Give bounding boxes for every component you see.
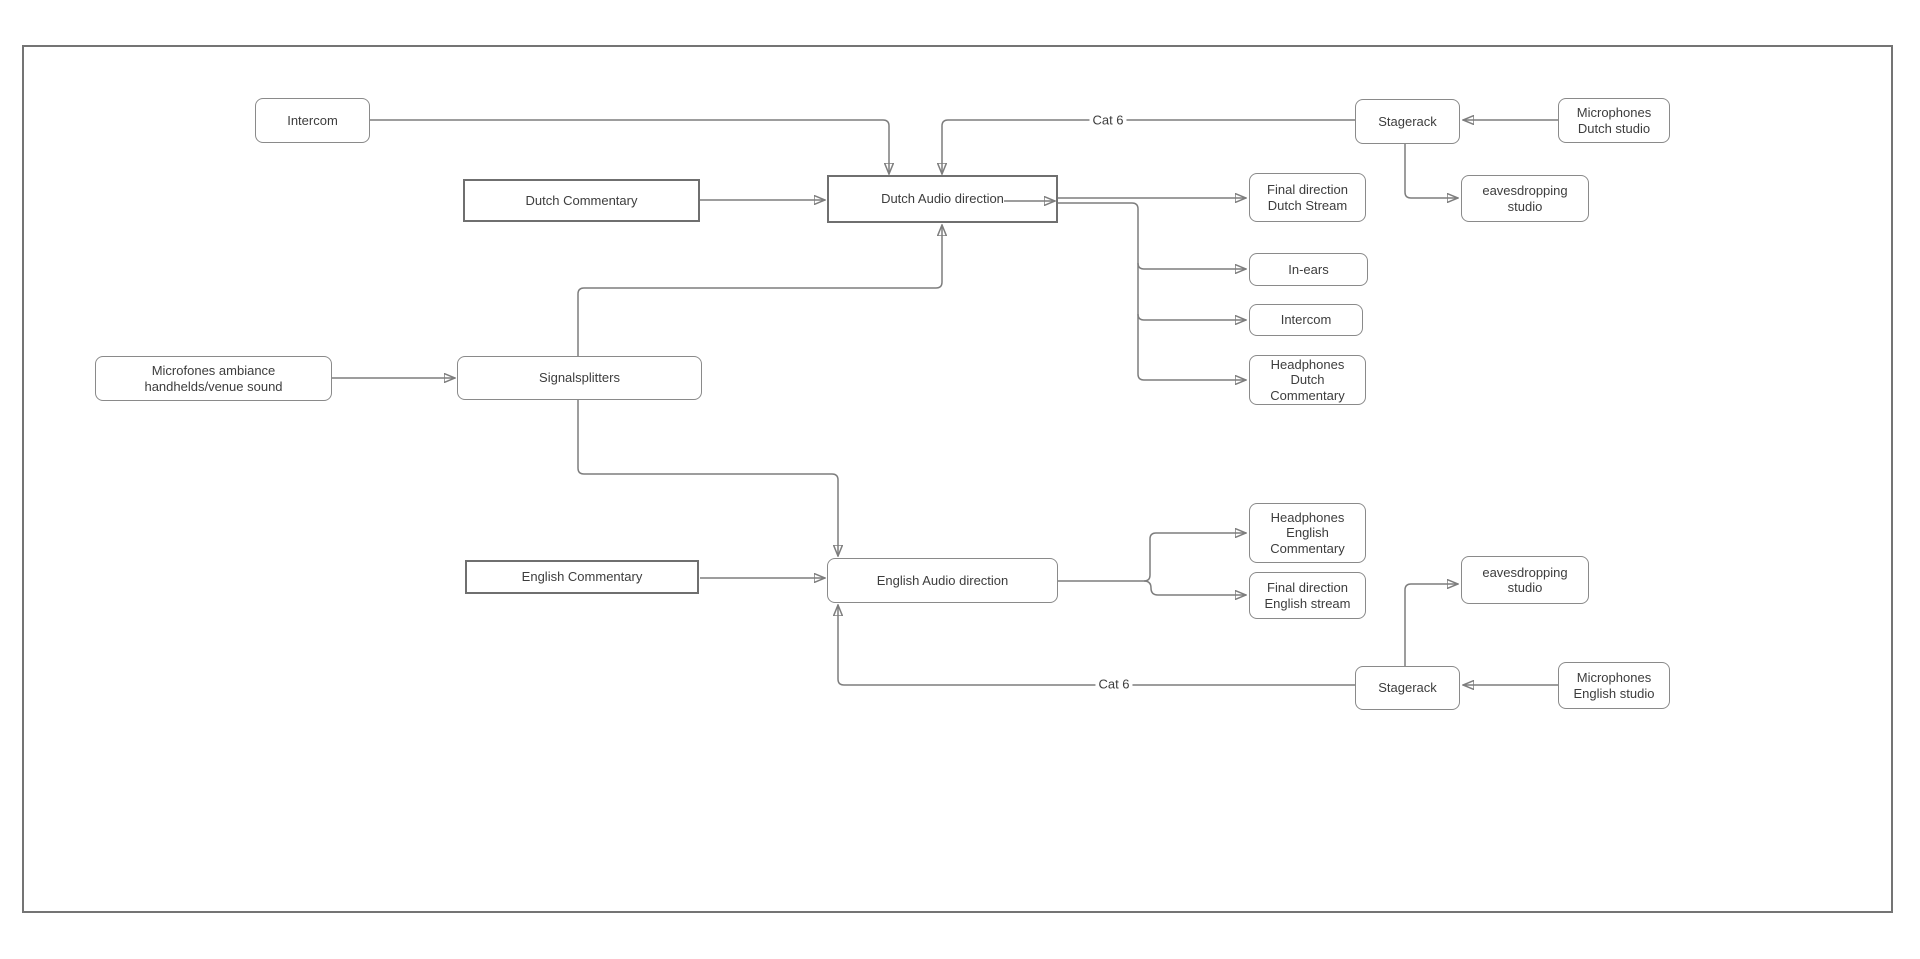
node-headphones-english-commentary: Headphones English Commentary	[1249, 503, 1366, 563]
node-microphones-dutch-studio-label: Microphones Dutch studio	[1576, 105, 1652, 136]
node-headphones-dutch-commentary-label: Headphones Dutch Commentary	[1270, 357, 1345, 403]
edge-label-cat6-dutch: Cat 6	[1089, 112, 1127, 128]
node-english-audio-direction: English Audio direction	[827, 558, 1058, 603]
node-dutch-commentary-label: Dutch Commentary	[525, 192, 638, 208]
node-microphones-dutch-studio: Microphones Dutch studio	[1558, 98, 1670, 143]
node-stagerack-dutch-label: Stagerack	[1378, 113, 1437, 129]
node-final-direction-dutch-stream: Final direction Dutch Stream	[1249, 173, 1366, 222]
node-eavesdropping-studio-dutch-label: eavesdropping studio	[1482, 183, 1568, 214]
node-final-direction-english-stream-label: Final direction English stream	[1264, 580, 1351, 611]
node-intercom-output: Intercom	[1249, 304, 1363, 336]
node-final-direction-english-stream: Final direction English stream	[1249, 572, 1366, 619]
node-eavesdropping-studio-english-label: eavesdropping studio	[1482, 564, 1568, 595]
node-english-commentary: English Commentary	[465, 560, 699, 594]
node-microphones-english-studio: Microphones English studio	[1558, 662, 1670, 709]
node-intercom-top: Intercom	[255, 98, 370, 143]
node-intercom-output-label: Intercom	[1280, 312, 1332, 328]
node-signalsplitters-label: Signalsplitters	[539, 370, 620, 386]
node-in-ears-label: In-ears	[1288, 261, 1329, 277]
edge-label-cat6-english: Cat 6	[1095, 676, 1133, 692]
node-english-audio-direction-label: English Audio direction	[876, 572, 1009, 588]
node-stagerack-dutch: Stagerack	[1355, 99, 1460, 144]
node-headphones-dutch-commentary: Headphones Dutch Commentary	[1249, 355, 1366, 405]
node-english-commentary-label: English Commentary	[521, 569, 643, 585]
node-signalsplitters: Signalsplitters	[457, 356, 702, 400]
node-stagerack-english: Stagerack	[1355, 666, 1460, 710]
node-microphones-english-studio-label: Microphones English studio	[1573, 670, 1655, 701]
node-in-ears: In-ears	[1249, 253, 1368, 286]
node-eavesdropping-studio-english: eavesdropping studio	[1461, 556, 1589, 604]
node-stagerack-english-label: Stagerack	[1378, 680, 1437, 696]
node-intercom-top-label: Intercom	[287, 112, 338, 128]
node-final-direction-dutch-stream-label: Final direction Dutch Stream	[1267, 182, 1348, 213]
node-dutch-audio-direction: Dutch Audio direction	[827, 175, 1058, 223]
node-microfones-ambiance-label: Microfones ambiance handhelds/venue soun…	[144, 363, 283, 394]
node-eavesdropping-studio-dutch: eavesdropping studio	[1461, 175, 1589, 222]
node-dutch-commentary: Dutch Commentary	[463, 179, 700, 222]
node-microfones-ambiance: Microfones ambiance handhelds/venue soun…	[95, 356, 332, 401]
node-headphones-english-commentary-label: Headphones English Commentary	[1270, 510, 1345, 556]
node-dutch-audio-direction-label: Dutch Audio direction	[881, 191, 1004, 207]
